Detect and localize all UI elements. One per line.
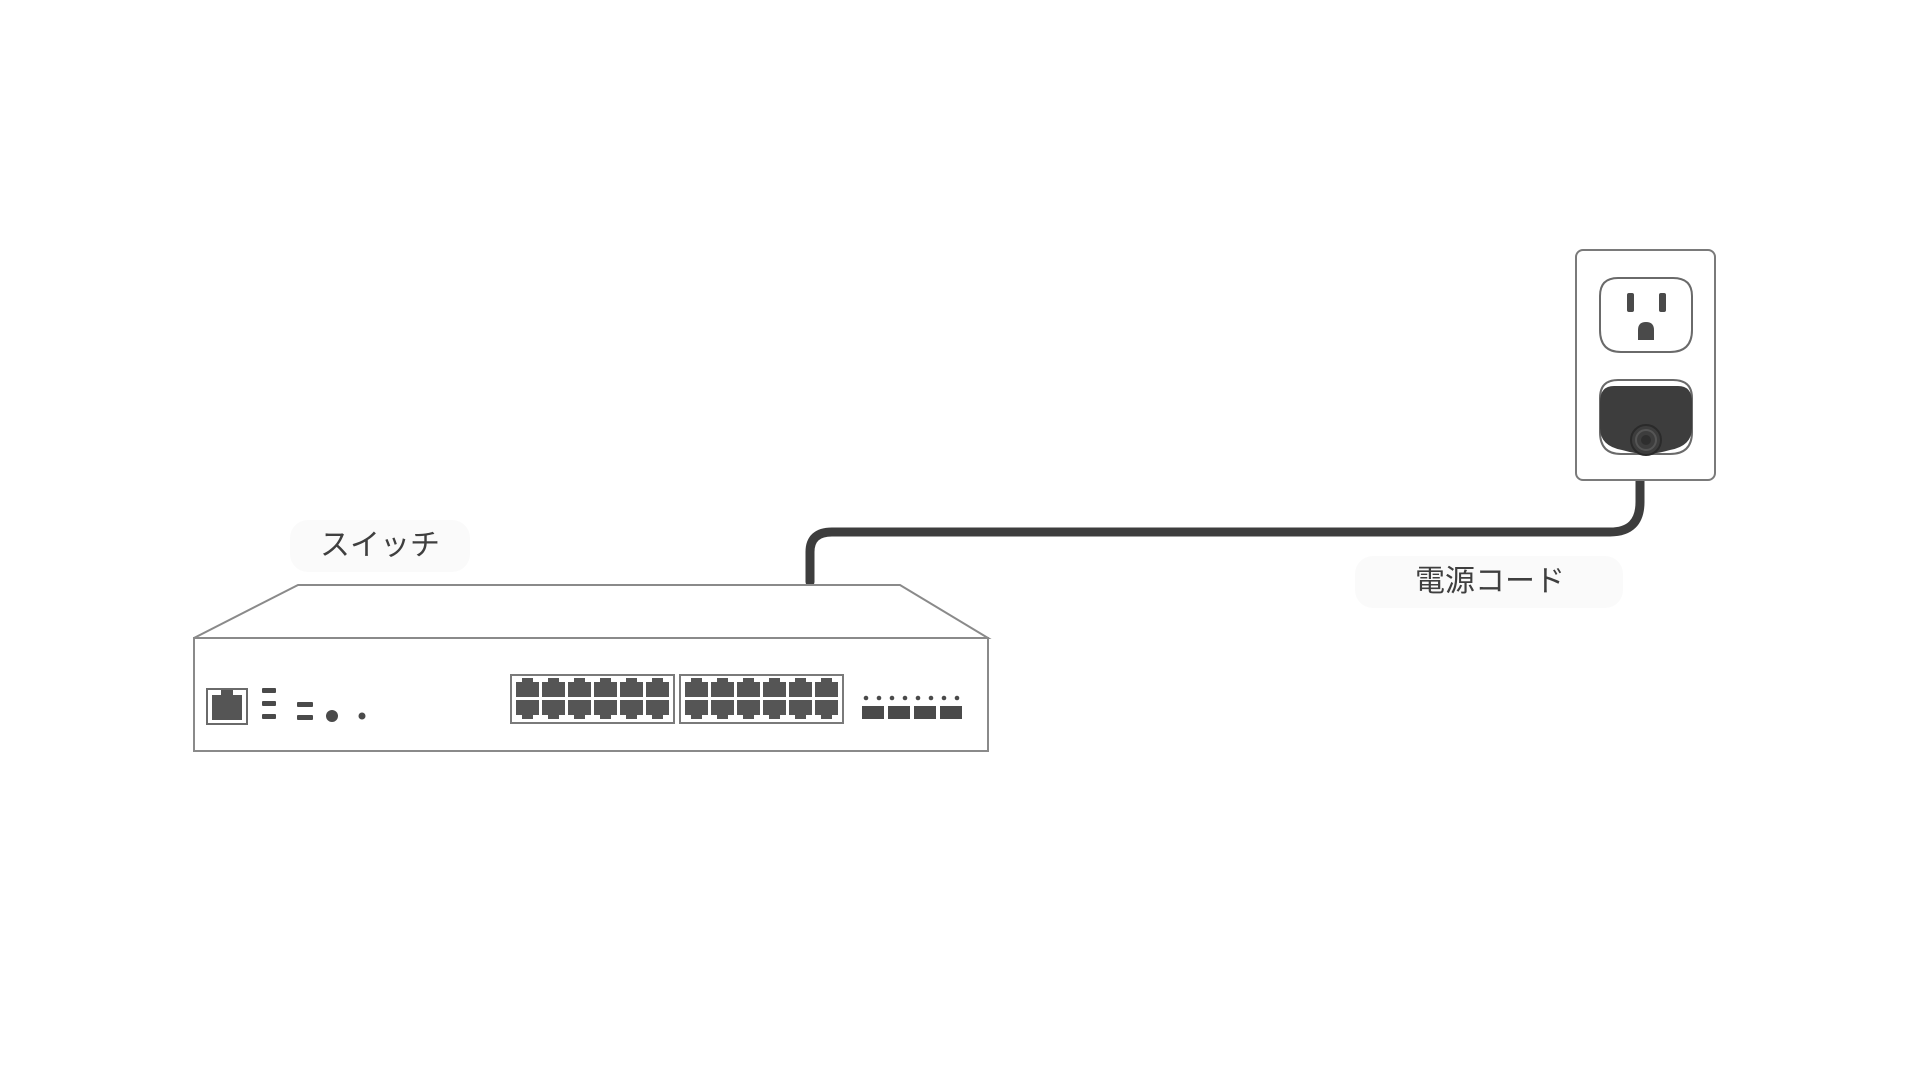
ethernet-port-icon	[516, 678, 539, 697]
ethernet-port-icon	[542, 678, 565, 697]
ethernet-port-icon	[815, 678, 838, 697]
sfp-port-icon	[862, 706, 884, 719]
ethernet-port-icon	[737, 700, 760, 719]
sfp-led-icon	[941, 695, 947, 701]
sfp-port-icon	[914, 706, 936, 719]
ethernet-port-icon	[737, 678, 760, 697]
ethernet-ports-group-2	[679, 674, 844, 724]
ethernet-port-icon	[568, 700, 591, 719]
switch-label: スイッチ	[290, 520, 470, 572]
sfp-ports-group	[862, 695, 962, 719]
ethernet-port-icon	[568, 678, 591, 697]
power-cord-label: 電源コード	[1355, 556, 1623, 608]
switch-top-face	[193, 584, 992, 639]
console-port-icon	[206, 688, 248, 725]
ethernet-port-icon	[763, 678, 786, 697]
sfp-port-icon	[940, 706, 962, 719]
receptacle-upper	[1599, 277, 1693, 353]
ethernet-port-icon	[815, 700, 838, 719]
sfp-led-icon	[863, 695, 869, 701]
sfp-port-icon	[888, 706, 910, 719]
ethernet-port-icon	[685, 700, 708, 719]
ethernet-port-icon	[685, 678, 708, 697]
ethernet-port-icon	[711, 700, 734, 719]
status-led-icons	[262, 688, 366, 722]
power-outlet-icon	[1575, 249, 1716, 481]
ethernet-port-icon	[542, 700, 565, 719]
sfp-led-icon	[876, 695, 882, 701]
ethernet-ports-group-1	[510, 674, 675, 724]
ethernet-port-icon	[620, 700, 643, 719]
ethernet-port-icon	[620, 678, 643, 697]
ethernet-port-icon	[763, 700, 786, 719]
ethernet-port-icon	[711, 678, 734, 697]
ethernet-port-icon	[789, 678, 812, 697]
sfp-led-icon	[902, 695, 908, 701]
ethernet-port-icon	[516, 700, 539, 719]
ethernet-port-icon	[594, 700, 617, 719]
power-plug-icon	[1600, 386, 1692, 456]
sfp-led-icon	[928, 695, 934, 701]
sfp-led-icon	[915, 695, 921, 701]
power-cord-line	[805, 440, 1645, 587]
ethernet-port-icon	[594, 678, 617, 697]
sfp-led-icon	[889, 695, 895, 701]
ethernet-port-icon	[646, 678, 669, 697]
network-switch-icon	[193, 584, 992, 752]
sfp-led-icon	[954, 695, 960, 701]
ethernet-port-icon	[789, 700, 812, 719]
ethernet-port-icon	[646, 700, 669, 719]
